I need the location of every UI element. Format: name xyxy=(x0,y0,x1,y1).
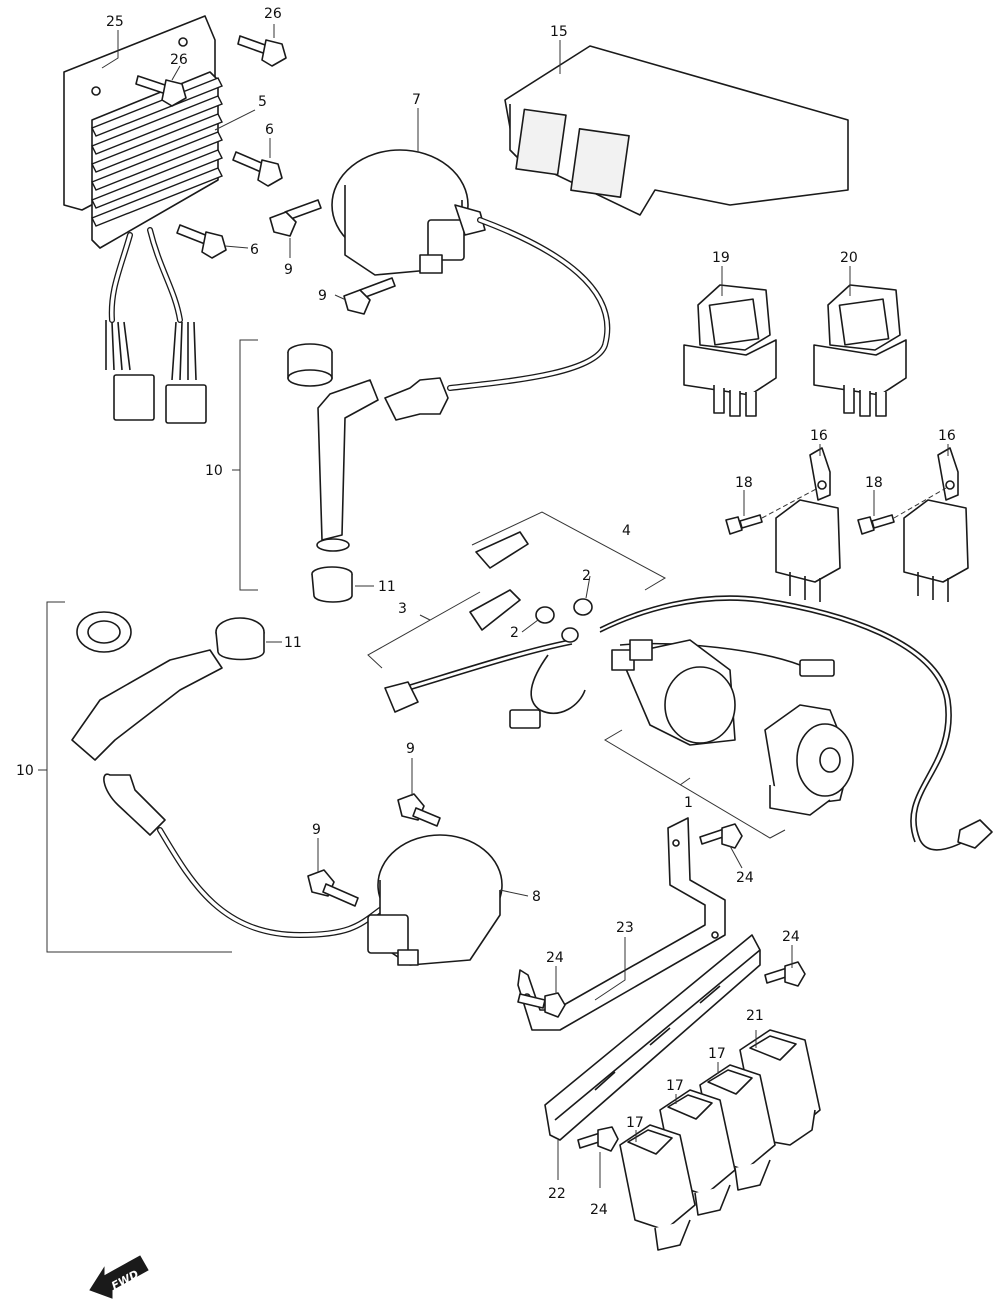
bolt-24-a xyxy=(699,823,743,849)
callout-7: 7 xyxy=(412,92,421,108)
spark-plug-cap-lower xyxy=(71,611,383,939)
group-bracket-10-lower xyxy=(38,601,232,953)
callout-26-top: 26 xyxy=(264,6,282,22)
callout-16-left: 16 xyxy=(810,428,828,444)
callout-20: 20 xyxy=(840,250,858,266)
fwd-direction-arrow: FWD xyxy=(89,1255,149,1299)
ignition-coil-lower xyxy=(367,834,503,966)
callout-15: 15 xyxy=(550,24,568,40)
callout-19: 19 xyxy=(712,250,730,266)
group-bracket-3 xyxy=(367,591,481,669)
callout-24-upper: 24 xyxy=(736,870,754,886)
bolt-26-upper xyxy=(237,35,287,67)
callout-18-right: 18 xyxy=(865,475,883,491)
callout-16-right: 16 xyxy=(938,428,956,444)
group-bracket-4 xyxy=(471,511,667,591)
callout-10-lower: 10 xyxy=(16,763,34,779)
callout-24-right: 24 xyxy=(782,929,800,945)
bolt-26-lower xyxy=(135,75,187,107)
callout-9-mid: 9 xyxy=(406,741,415,757)
callout-21: 21 xyxy=(746,1008,764,1024)
fuse-box-17-c xyxy=(619,1124,696,1251)
callout-22: 22 xyxy=(548,1186,566,1202)
callout-8: 8 xyxy=(532,889,541,905)
bolt-18-left xyxy=(725,487,819,535)
group-bracket-10-upper xyxy=(232,339,258,591)
callout-11-upper: 11 xyxy=(378,579,396,595)
callout-24-bottom: 24 xyxy=(590,1202,608,1218)
callout-17-c: 17 xyxy=(626,1115,644,1131)
relay-19 xyxy=(683,284,777,417)
callout-18-left: 18 xyxy=(735,475,753,491)
group-bracket-1 xyxy=(604,729,786,839)
callout-9-upper-b: 9 xyxy=(318,288,327,304)
starter-relay xyxy=(611,639,854,816)
callout-11-lower: 11 xyxy=(284,635,302,651)
regulator-rectifier xyxy=(91,71,223,424)
callout-3: 3 xyxy=(398,601,407,617)
callout-23: 23 xyxy=(616,920,634,936)
bolt-24-c xyxy=(517,992,566,1018)
relay-16-right xyxy=(903,447,969,602)
bolt-6-lower xyxy=(176,224,227,259)
callout-17-b: 17 xyxy=(666,1078,684,1094)
spark-plug-cap-upper xyxy=(287,343,449,603)
bolt-24-d xyxy=(577,1126,619,1152)
bolt-6-upper xyxy=(232,151,283,187)
callout-6-upper: 6 xyxy=(265,122,274,138)
leader-lines xyxy=(101,24,949,1188)
callout-4: 4 xyxy=(622,523,631,539)
callout-17-a: 17 xyxy=(708,1046,726,1062)
callout-26-plate: 26 xyxy=(170,52,188,68)
relay-16-left xyxy=(775,447,841,602)
callout-6-lower: 6 xyxy=(250,242,259,258)
bolt-9-upper-b xyxy=(343,277,396,315)
bolt-18-right xyxy=(857,487,947,535)
callout-numbers: 25 26 26 5 6 6 7 9 9 15 19 20 16 16 18 1… xyxy=(16,6,956,1218)
callout-5: 5 xyxy=(258,94,267,110)
bracket-22 xyxy=(544,934,761,1141)
callout-24-left: 24 xyxy=(546,950,564,966)
bolt-24-b xyxy=(764,961,806,987)
bolt-9-upper-a xyxy=(269,199,322,237)
callout-2-upper: 2 xyxy=(582,568,591,584)
callout-1: 1 xyxy=(684,795,693,811)
callout-10-upper: 10 xyxy=(205,463,223,479)
callout-9-upper-a: 9 xyxy=(284,262,293,278)
callout-25: 25 xyxy=(106,14,124,30)
callout-9-lower: 9 xyxy=(312,822,321,838)
relay-20 xyxy=(813,284,907,417)
ground-cable xyxy=(384,627,586,729)
bolt-9-lower-a xyxy=(307,869,359,907)
callout-2-lower: 2 xyxy=(510,625,519,641)
bolt-9-lower-b xyxy=(397,793,441,827)
ignition-coil-upper xyxy=(331,149,611,391)
ecu-unit xyxy=(504,45,849,216)
